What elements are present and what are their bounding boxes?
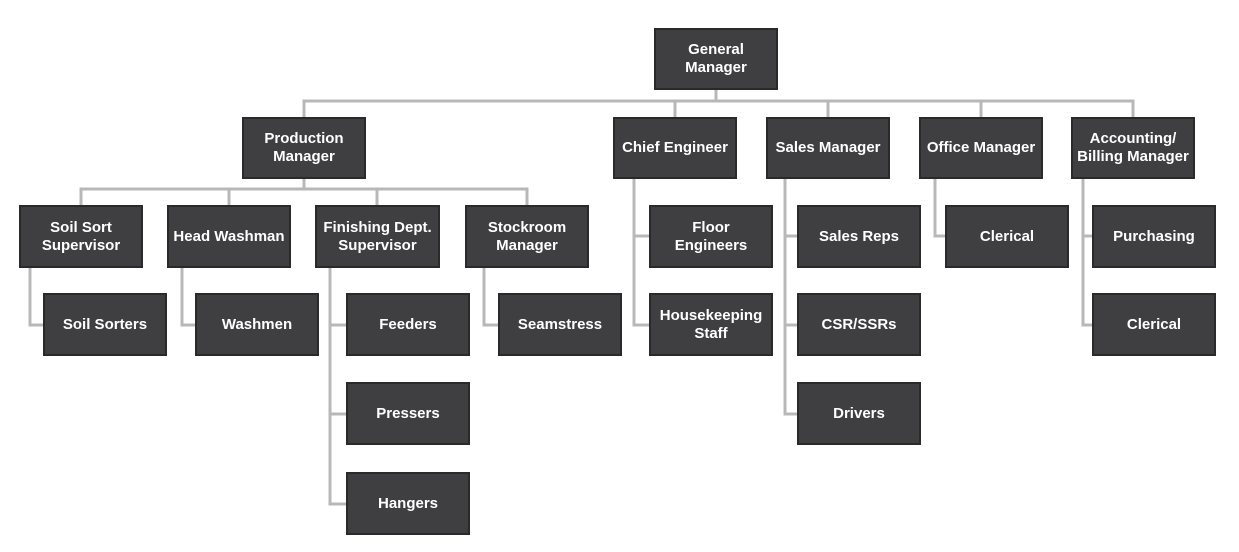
node-washmen: Washmen <box>195 293 319 356</box>
node-housekeeping-staff: Housekeeping Staff <box>649 293 773 356</box>
node-accounting-billing-manager: Accounting/ Billing Manager <box>1071 117 1195 179</box>
node-sales-reps: Sales Reps <box>797 205 921 268</box>
node-hangers: Hangers <box>346 472 470 535</box>
node-sales-manager: Sales Manager <box>766 117 890 179</box>
node-general-manager: General Manager <box>654 28 778 90</box>
node-finishing-dept-supervisor: Finishing Dept. Supervisor <box>315 205 440 268</box>
node-pressers: Pressers <box>346 382 470 445</box>
node-accounting-clerical: Clerical <box>1092 293 1216 356</box>
node-seamstress: Seamstress <box>498 293 622 356</box>
node-drivers: Drivers <box>797 382 921 445</box>
node-soil-sort-supervisor: Soil Sort Supervisor <box>19 205 143 268</box>
node-office-clerical: Clerical <box>945 205 1069 268</box>
node-chief-engineer: Chief Engineer <box>613 117 737 179</box>
node-stockroom-manager: Stockroom Manager <box>465 205 589 268</box>
node-feeders: Feeders <box>346 293 470 356</box>
node-floor-engineers: Floor Engineers <box>649 205 773 268</box>
node-production-manager: Production Manager <box>242 117 366 179</box>
node-purchasing: Purchasing <box>1092 205 1216 268</box>
node-head-washman: Head Washman <box>167 205 291 268</box>
node-soil-sorters: Soil Sorters <box>43 293 167 356</box>
node-csr-ssrs: CSR/SSRs <box>797 293 921 356</box>
node-office-manager: Office Manager <box>919 117 1043 179</box>
